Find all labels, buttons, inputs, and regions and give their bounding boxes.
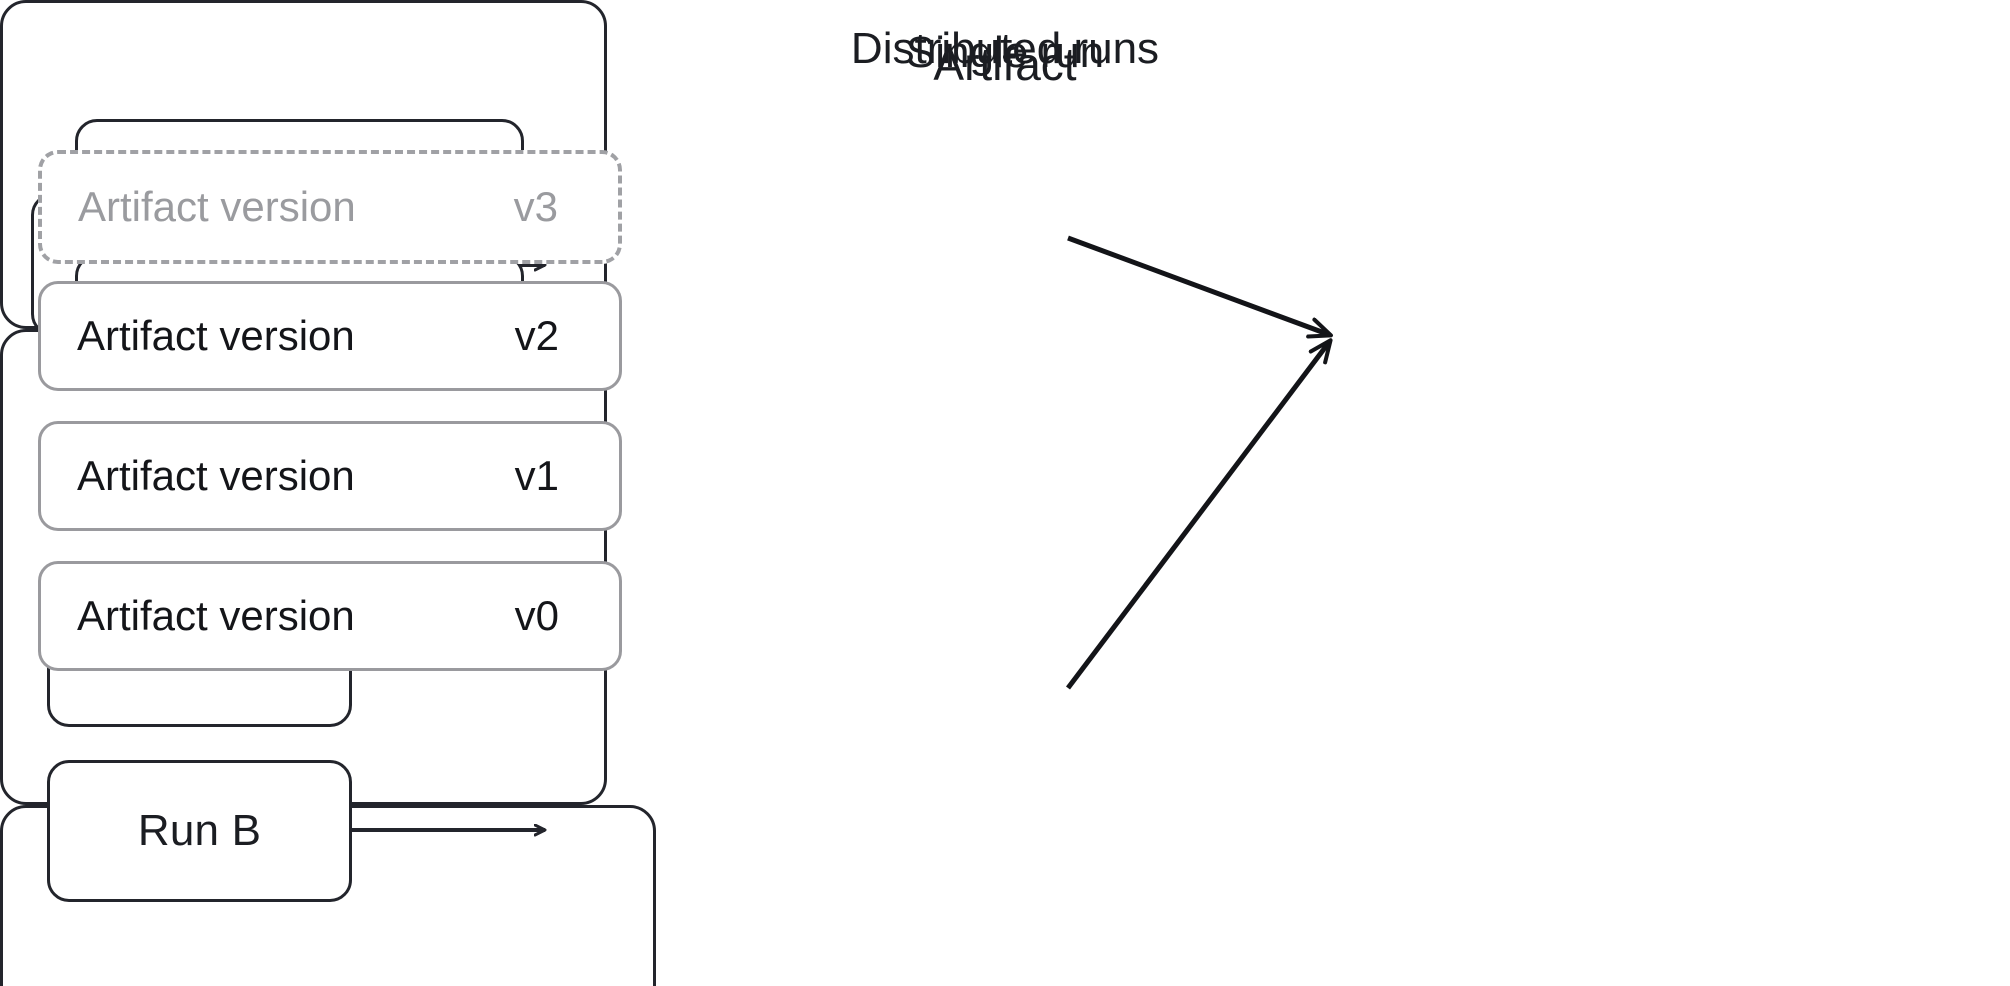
artifact-panel-title: Artifact (933, 38, 1077, 90)
artifact-version-row-v0[interactable]: Artifact version v0 (38, 561, 622, 671)
artifact-version-row-v2[interactable]: Artifact version v2 (38, 281, 622, 391)
group-single-run-title: Single run (905, 28, 1105, 77)
edge-singlerun-to-v3 (1067, 235, 1333, 339)
artifact-version-label: Artifact version (77, 592, 355, 639)
artifact-version-tag: v1 (514, 452, 559, 499)
artifact-version-tag: v0 (514, 592, 559, 639)
artifact-version-label: Artifact version (77, 452, 355, 499)
run-b-node[interactable]: Run B (47, 760, 352, 902)
edge-distributed-to-v3 (1066, 338, 1333, 690)
artifact-version-tag: v2 (514, 312, 559, 359)
artifact-version-label: Artifact version (77, 312, 355, 359)
artifact-version-row-v1[interactable]: Artifact version v1 (38, 421, 622, 531)
artifact-version-row-v3[interactable]: Artifact version v3 (38, 150, 622, 264)
artifact-version-tag: v3 (513, 183, 558, 230)
artifact-version-label: Artifact version (78, 183, 356, 230)
group-distributed-runs-title: Distributed runs (850, 24, 1160, 73)
